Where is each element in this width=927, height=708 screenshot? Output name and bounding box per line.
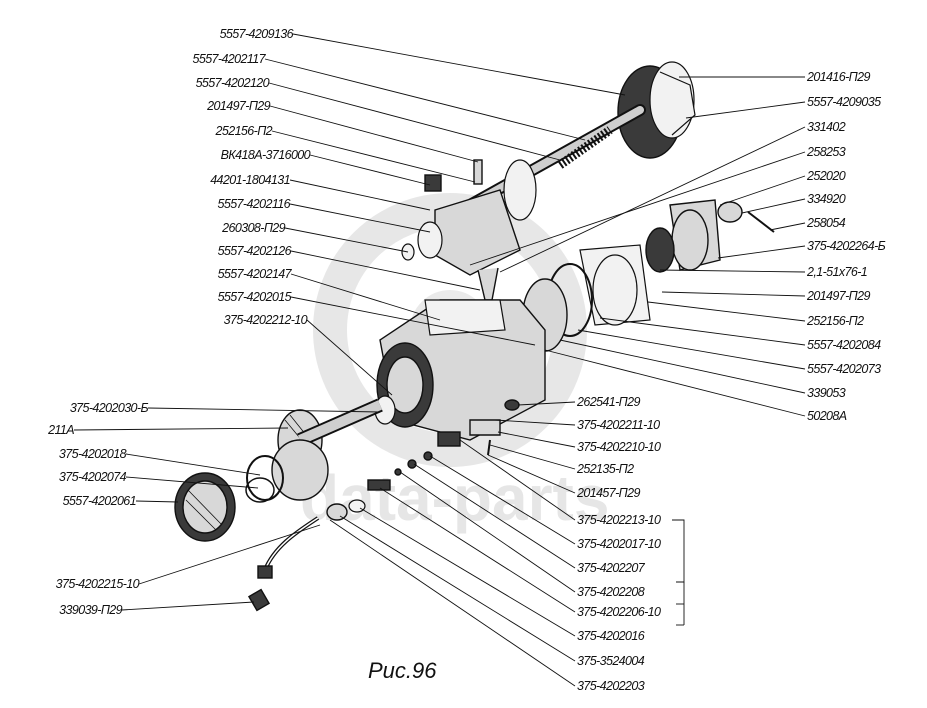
part-label: 201457-П29 [576,486,640,500]
main-housing [374,299,546,441]
part-label: 375-4202207 [577,561,646,575]
part-label: 375-3524004 [577,654,645,668]
part-label: 375-4202211-10 [577,418,660,432]
part-label: 5557-4202117 [192,52,266,66]
part-label: 5557-4202084 [807,338,881,352]
part-label: 252020 [806,169,846,183]
part-label: 339039-П29 [59,603,122,617]
part-label: 5557-4202073 [807,362,881,376]
input-gear-shaft [174,398,383,542]
part-label: 375-4202030-Б [70,401,149,415]
drive-flange [617,61,696,159]
speedometer-cable [247,516,320,612]
part-label: 5557-4209136 [220,27,294,41]
watermark-text: data-parts [300,462,609,534]
part-label: 375-4202206-10 [577,605,661,619]
output-shaft [464,104,646,211]
part-label: 5557-4202061 [63,494,136,508]
part-label: 50208А [807,409,847,423]
upper-housing [401,159,537,301]
leader-lines [73,33,806,687]
part-label: 2,1-51x76-1 [806,265,867,279]
part-label: 5557-4202116 [217,197,290,211]
part-label: 211А [47,423,74,437]
part-label: 375-4202212-10 [224,313,308,327]
part-label: 258253 [806,145,846,159]
part-label: 258054 [806,216,846,230]
part-label: 5557-4202015 [218,290,292,304]
part-label: 260308-П29 [221,221,285,235]
small-hardware [326,399,520,521]
part-label: 334920 [807,192,846,206]
part-label: 5557-4202120 [196,76,270,90]
part-label: 44201-1804131 [210,173,290,187]
part-label: 339053 [807,386,846,400]
part-label: 5557-4202147 [218,267,293,281]
part-label: 201497-П29 [806,289,870,303]
part-label: 252156-П2 [806,314,864,328]
part-label: 375-4202074 [59,470,127,484]
part-label: ВК418А-3716000 [221,148,311,162]
part-label: 201497-П29 [206,99,270,113]
right-labels: 201416-П29 5557-4209035 331402 258253 25… [576,70,886,693]
part-label: 331402 [807,120,846,134]
part-label: 201416-П29 [806,70,870,84]
figure-caption: Рис.96 [368,658,437,683]
part-label: 375-4202264-Б [807,239,886,253]
part-label: 375-4202016 [577,629,645,643]
left-labels: 5557-4209136 5557-4202117 5557-4202120 2… [47,27,311,617]
parts-drawing [174,61,775,612]
part-label: 375-4202018 [59,447,127,461]
part-label: 5557-4202126 [218,244,292,258]
part-label: 375-4202213-10 [577,513,661,527]
part-label: 252156-П2 [215,124,273,138]
part-label: 375-4202017-10 [577,537,661,551]
part-label: 375-4202203 [577,679,645,693]
right-flange-assembly [522,199,775,352]
part-label: 375-4202208 [577,585,645,599]
part-label: 375-4202215-10 [56,577,140,591]
part-label: 5557-4209035 [807,95,881,109]
part-label: 262541-П29 [576,395,640,409]
part-label: 252135-П2 [576,462,634,476]
part-label: 375-4202210-10 [577,440,661,454]
